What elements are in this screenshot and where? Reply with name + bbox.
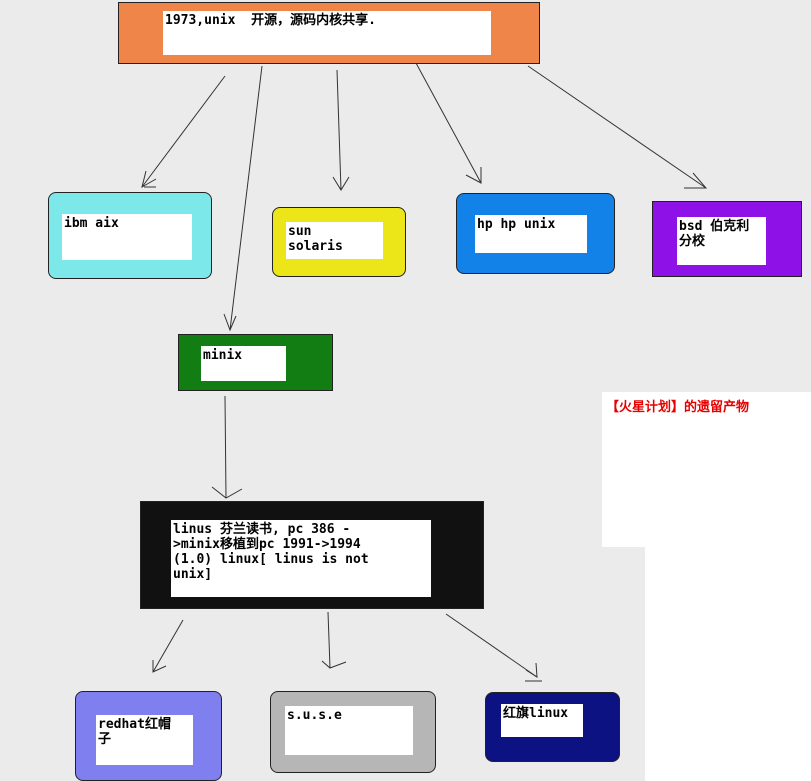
note-strip (645, 547, 811, 781)
arrowhead-linux (211, 486, 243, 499)
note-text: 【火星计划】的遗留产物 (606, 400, 750, 415)
arrowhead-redflag (525, 662, 538, 678)
arrowhead-bsd (684, 172, 708, 189)
arrowhead-minix (223, 313, 237, 332)
arrowhead-redhat (152, 660, 167, 673)
edge-unix-bsd (527, 65, 707, 189)
node-redhat: redhat红帽 子 (75, 691, 222, 781)
node-unix: 1973,unix 开源，源码内核共享. (118, 2, 540, 64)
node-minix-label: minix (201, 346, 286, 381)
note-background (602, 392, 811, 547)
node-unix-label: 1973,unix 开源，源码内核共享. (163, 11, 491, 55)
node-suse: s.u.s.e (270, 691, 436, 773)
edge-unix-minix (229, 65, 263, 331)
arrowhead-hp (465, 167, 482, 184)
node-redflag-label: 红旗linux (501, 704, 583, 737)
node-ibm-aix: ibm aix (48, 192, 212, 279)
edge-linux-redhat (152, 619, 184, 673)
node-bsd-label: bsd 伯克利 分校 (677, 217, 766, 265)
edge-linux-redflag (445, 613, 538, 678)
node-minix: minix (178, 334, 333, 391)
edge-unix-ibm (141, 75, 226, 188)
edge-unix-sun (336, 69, 342, 191)
node-redflag: 红旗linux (485, 692, 620, 762)
arrowhead-ibm (141, 170, 157, 189)
node-ibm-aix-label: ibm aix (62, 214, 192, 260)
node-hp-unix: hp hp unix (456, 193, 615, 274)
node-linux-label: linus 芬兰读书, pc 386 - >minix移植到pc 1991->1… (171, 520, 431, 597)
node-linux: linus 芬兰读书, pc 386 - >minix移植到pc 1991->1… (140, 501, 484, 609)
arrowhead-suse (321, 660, 347, 669)
edge-unix-hp (415, 62, 482, 184)
node-bsd: bsd 伯克利 分校 (652, 201, 802, 277)
edge-linux-suse (327, 611, 331, 669)
node-suse-label: s.u.s.e (285, 706, 413, 755)
node-redhat-label: redhat红帽 子 (96, 715, 193, 765)
node-sun-solaris-label: sun solaris (286, 222, 383, 259)
node-hp-unix-label: hp hp unix (475, 215, 587, 253)
node-sun-solaris: sun solaris (272, 207, 406, 277)
edge-minix-linux (224, 395, 227, 499)
arrowhead-sun (332, 176, 350, 191)
